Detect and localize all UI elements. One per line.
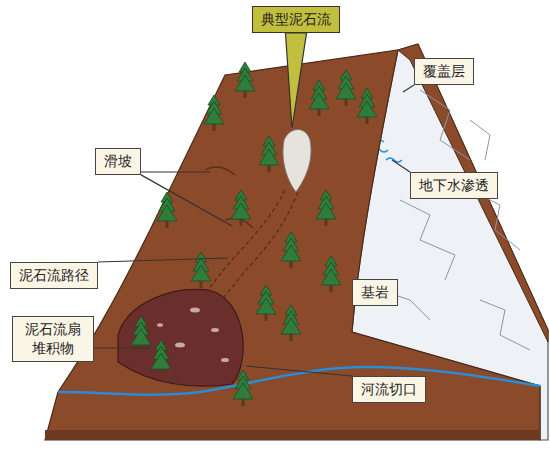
ground-base [45, 430, 540, 440]
callout-box: 河流切口 [352, 376, 426, 403]
callout-box: 覆盖层 [414, 58, 474, 85]
callout-label: 泥石流扇 堆积物 [21, 320, 85, 358]
callout-pointer [285, 33, 306, 128]
leader-line [392, 160, 410, 172]
leader-line [141, 171, 210, 172]
landslide-scar [205, 167, 253, 228]
callout-box: 地下水渗透 [410, 172, 498, 199]
callout-label: 泥石流路径 [19, 266, 89, 285]
callout-label: 典型泥石流 [261, 10, 331, 29]
callout-box: 滑坡 [95, 148, 141, 175]
callout-box: 泥石流扇 堆积物 [12, 316, 94, 362]
callout-box: 泥石流路径 [10, 262, 98, 289]
leader-line [246, 366, 352, 376]
callout-label: 滑坡 [104, 152, 132, 171]
trees [131, 62, 377, 406]
leader-line [98, 258, 228, 262]
callout-label: 覆盖层 [423, 62, 465, 81]
fan-deposit [118, 289, 243, 386]
callout-label: 地下水渗透 [419, 176, 489, 195]
leader-line [403, 85, 414, 92]
bedrock-cracks [380, 60, 530, 350]
leader-line [141, 175, 232, 226]
debris-flow-scar [283, 130, 311, 193]
callout-label: 基岩 [361, 283, 389, 302]
highlight-callout: 典型泥石流 [252, 6, 340, 33]
cover-layer-band [398, 44, 548, 342]
fan-pebbles [157, 308, 229, 363]
callout-box: 基岩 [352, 279, 398, 306]
callout-label: 河流切口 [361, 380, 417, 399]
leader-line [94, 347, 150, 348]
